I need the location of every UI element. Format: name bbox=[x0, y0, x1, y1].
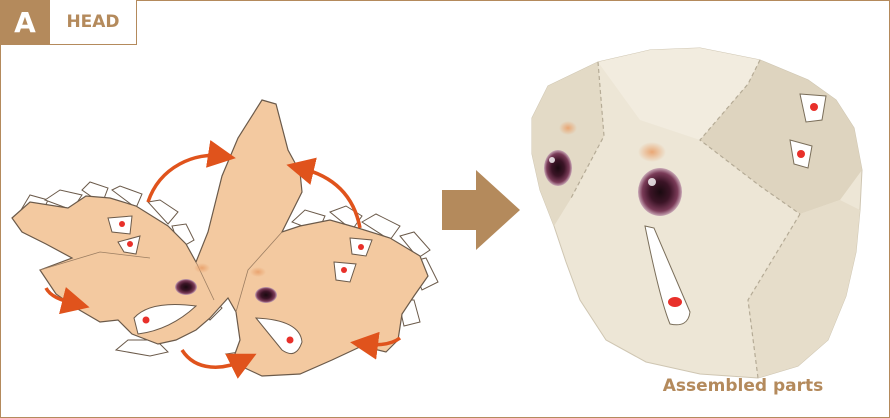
assembled-head bbox=[531, 47, 863, 379]
curved-arrow-icon bbox=[44, 140, 402, 379]
section-letter: A bbox=[0, 0, 50, 44]
caption: Assembled parts bbox=[662, 376, 824, 396]
right-arrow-icon bbox=[442, 170, 520, 250]
unfolded-paper-pieces bbox=[11, 99, 439, 377]
section-tab: A HEAD bbox=[0, 0, 137, 45]
section-title: HEAD bbox=[66, 12, 120, 32]
